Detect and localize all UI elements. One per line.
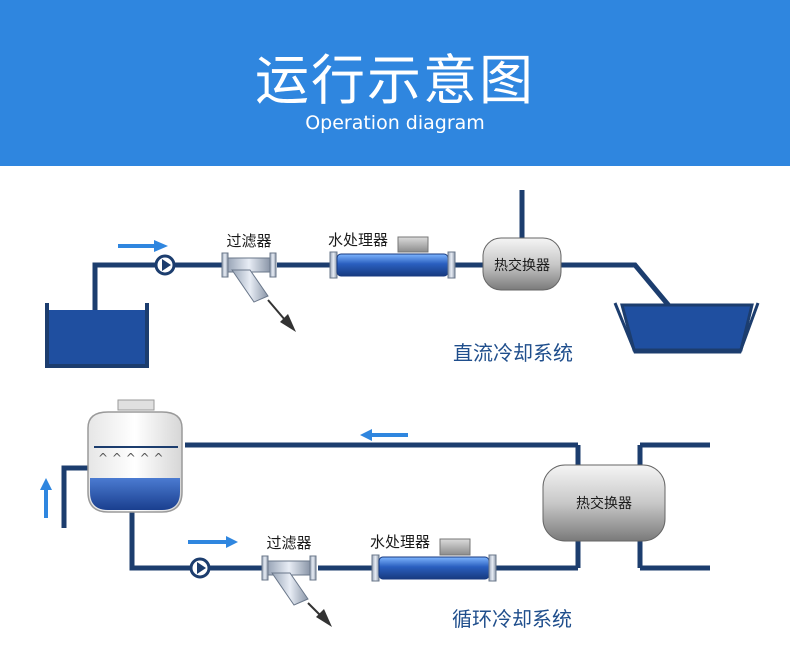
y-filter-icon xyxy=(261,555,332,627)
svg-text:^ ^ ^ ^ ^: ^ ^ ^ ^ ^ xyxy=(98,451,164,465)
pump-icon xyxy=(189,557,211,579)
supply-tank xyxy=(45,303,149,368)
direct-filter-label: 过滤器 xyxy=(226,232,271,250)
circulating-system-name: 循环冷却系统 xyxy=(452,607,572,631)
circulating-filter-label: 过滤器 xyxy=(266,534,311,552)
heat-exchanger: 热交换器 xyxy=(482,237,562,291)
drain-basin xyxy=(613,302,760,354)
page-title: 运行示意图 xyxy=(255,49,535,112)
cooling-tower: ^ ^ ^ ^ ^ xyxy=(87,399,183,513)
flow-arrow-up xyxy=(40,478,52,518)
circulating-heat-exchanger-label: 热交换器 xyxy=(576,495,632,512)
page-subtitle: Operation diagram xyxy=(305,112,485,134)
circulating-water-treatment-label: 水处理器 xyxy=(370,533,430,551)
y-filter-icon xyxy=(221,252,296,332)
flow-arrow-left xyxy=(360,429,408,441)
header-banner: 运行示意图 Operation diagram xyxy=(0,0,790,166)
circulating-cooling-system: ^ ^ ^ ^ ^ 过滤器 xyxy=(40,399,710,631)
heat-exchanger: 热交换器 xyxy=(542,464,666,542)
water-treatment-device xyxy=(329,236,456,279)
direct-system-name: 直流冷却系统 xyxy=(453,341,573,365)
direct-cooling-system: 过滤器 水处理器 热交换器 直流冷却系统 xyxy=(45,190,760,368)
direct-water-treatment-label: 水处理器 xyxy=(328,231,388,249)
flow-arrow-right xyxy=(188,536,238,548)
tank-water xyxy=(47,310,147,366)
operation-diagram: 过滤器 水处理器 热交换器 直流冷却系统 xyxy=(40,190,760,631)
circulating-pipes xyxy=(61,442,710,571)
pump-icon xyxy=(154,254,176,276)
water-treatment-device xyxy=(371,538,497,582)
direct-heat-exchanger-label: 热交换器 xyxy=(494,257,550,274)
flow-arrow-top xyxy=(118,240,168,252)
